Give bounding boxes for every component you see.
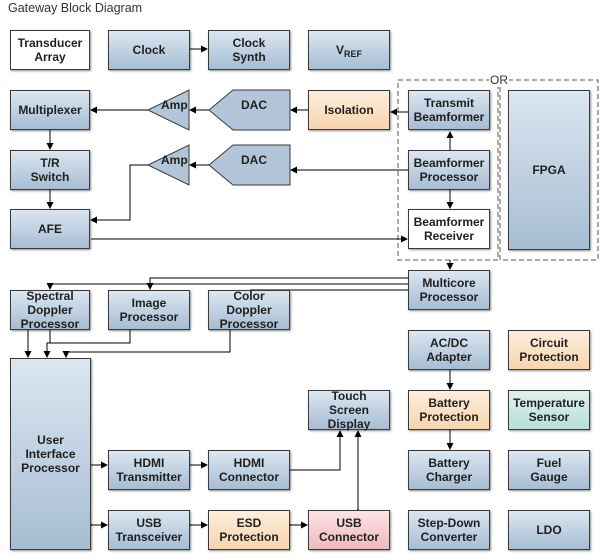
ldo-block: LDO bbox=[508, 510, 590, 550]
dac-rx-label: DAC bbox=[241, 153, 267, 167]
usb-connector-block: USB Connector bbox=[308, 510, 390, 550]
fpga-block: FPGA bbox=[508, 90, 590, 250]
image-processor-block: Image Processor bbox=[108, 290, 190, 330]
battery-protection-block: Battery Protection bbox=[408, 390, 490, 430]
color-doppler-block: Color Doppler Processor bbox=[208, 289, 290, 331]
arrow-amp-afe bbox=[90, 164, 148, 224]
transducer-array-block: Transducer Array bbox=[10, 30, 90, 70]
beamformer-processor-block: Beamformer Processor bbox=[408, 150, 490, 190]
arrow-image-uip bbox=[43, 330, 131, 358]
battery-charger-block: Battery Charger bbox=[408, 450, 490, 490]
line-spectral-uip2 bbox=[49, 330, 90, 344]
esd-protection-block: ESD Protection bbox=[208, 510, 290, 550]
touch-screen-display-block: Touch Screen Display bbox=[308, 389, 390, 431]
transmit-beamformer-block: Transmit Beamformer bbox=[408, 90, 490, 130]
or-label: OR bbox=[489, 73, 509, 87]
dac-tx-label: DAC bbox=[241, 98, 267, 112]
spectral-doppler-block: Spectral Doppler Processor bbox=[10, 289, 90, 331]
temperature-sensor-block: Temperature Sensor bbox=[508, 390, 590, 430]
multiplexer-block: Multiplexer bbox=[10, 90, 90, 130]
user-interface-processor-block: User Interface Processor bbox=[10, 358, 91, 550]
or-group-beamformer-box bbox=[397, 79, 499, 261]
fuel-gauge-block: Fuel Gauge bbox=[508, 450, 590, 490]
step-down-converter-block: Step-Down Converter bbox=[408, 510, 490, 550]
afe-block: AFE bbox=[10, 209, 90, 249]
arrow-hdmi-touch bbox=[290, 430, 344, 471]
circuit-protection-block: Circuit Protection bbox=[508, 330, 590, 370]
diagram-title: Gateway Block Diagram bbox=[8, 1, 143, 15]
hdmi-connector-block: HDMI Connector bbox=[208, 450, 290, 490]
or-group-fpga-box bbox=[499, 79, 599, 261]
clock-block: Clock bbox=[108, 30, 190, 70]
isolation-block: Isolation bbox=[308, 90, 390, 130]
clock-synth-block: Clock Synth bbox=[208, 30, 290, 70]
hdmi-transmitter-block: HDMI Transmitter bbox=[108, 450, 190, 490]
tr-switch-block: T/R Switch bbox=[10, 150, 90, 190]
amp-rx-label: Amp bbox=[161, 153, 188, 167]
arrow-multicore-spectral bbox=[46, 283, 408, 290]
vref-sub-label: REF bbox=[344, 49, 362, 59]
beamformer-receiver-block: Beamformer Receiver bbox=[408, 209, 490, 249]
arrow-multicore-image bbox=[146, 277, 408, 290]
acdc-adapter-block: AC/DC Adapter bbox=[408, 330, 490, 370]
arrow-color-uip bbox=[62, 330, 231, 358]
vref-main-label: V bbox=[335, 43, 344, 57]
usb-transceiver-block: USB Transceiver bbox=[108, 510, 190, 550]
multicore-processor-block: Multicore Processor bbox=[408, 270, 490, 310]
amp-tx-label: Amp bbox=[161, 98, 188, 112]
dac-rx-shape bbox=[208, 144, 291, 186]
